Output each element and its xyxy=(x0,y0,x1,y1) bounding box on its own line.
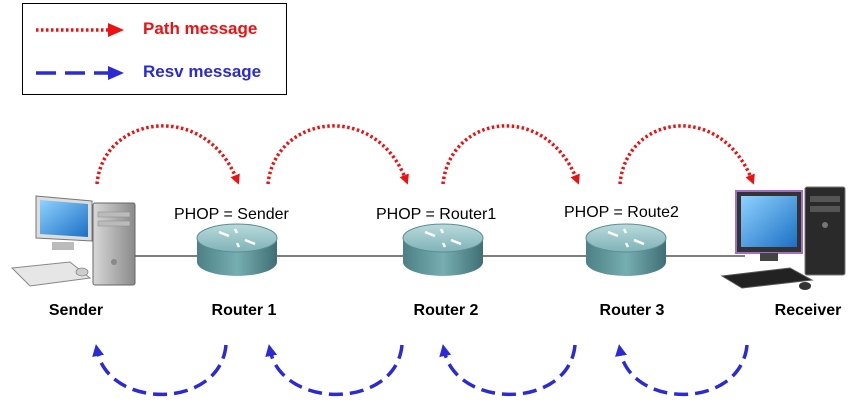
path-arc-1 xyxy=(95,124,240,185)
node-label-router-3: Router 3 xyxy=(599,302,665,319)
path-arc-2 xyxy=(266,124,409,185)
legend-path-arrowhead xyxy=(108,23,124,37)
path-arc-4 xyxy=(618,124,755,185)
receiver-computer-icon xyxy=(720,186,846,290)
resv-arc-2 xyxy=(265,344,404,397)
path-arcs xyxy=(95,124,755,185)
phop-label-router-3: PHOP = Route2 xyxy=(564,204,679,221)
router-2-icon xyxy=(402,223,484,276)
resv-arc-4 xyxy=(615,344,749,397)
path-arc-3 xyxy=(441,124,580,185)
router-3-icon xyxy=(585,223,667,276)
node-label-receiver: Receiver xyxy=(774,302,842,319)
legend-path-label: Path message xyxy=(143,19,258,38)
legend-box xyxy=(22,3,287,95)
node-label-sender: Sender xyxy=(48,302,104,319)
node-label-router-1: Router 1 xyxy=(211,302,277,319)
phop-label-router-2: PHOP = Router1 xyxy=(376,206,497,223)
phop-label-router-1: PHOP = Sender xyxy=(174,206,289,223)
sender-computer-icon xyxy=(10,195,136,287)
resv-arcs xyxy=(92,344,749,397)
legend-resv-arrowhead xyxy=(108,66,124,80)
resv-arc-1 xyxy=(92,344,228,397)
legend-resv-label: Resv message xyxy=(143,62,262,81)
resv-arc-3 xyxy=(439,344,577,397)
router-1-icon xyxy=(196,223,278,276)
node-label-router-2: Router 2 xyxy=(413,302,479,319)
